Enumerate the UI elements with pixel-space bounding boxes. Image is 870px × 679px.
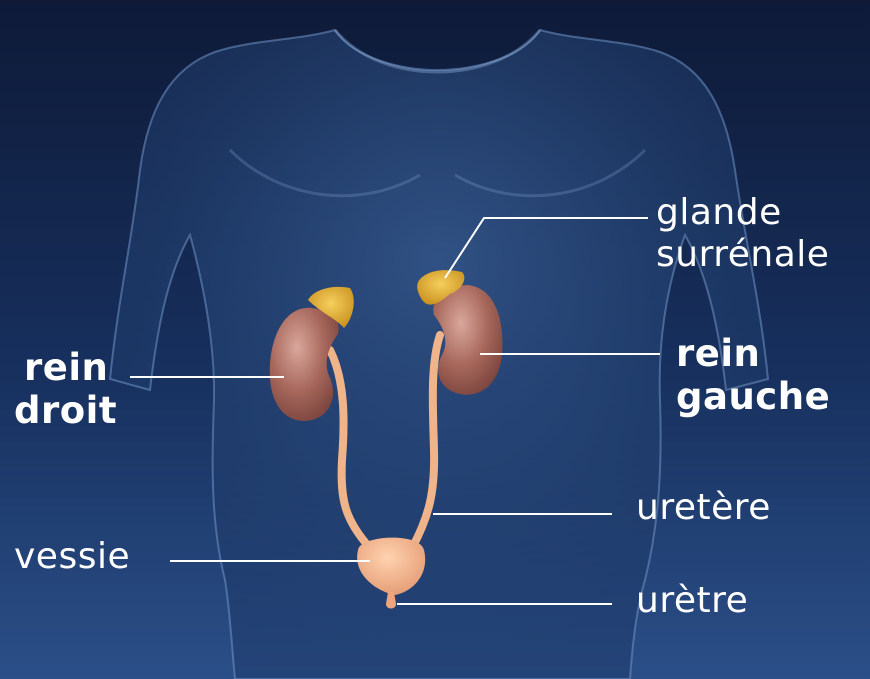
label-rein-gauche: rein gauche xyxy=(676,333,830,419)
label-uretere: uretère xyxy=(636,487,771,529)
label-glande-surrenale: glande surrénale xyxy=(656,192,829,276)
label-rein-droit: rein droit xyxy=(14,347,117,433)
label-vessie: vessie xyxy=(14,536,130,578)
label-uretre: urètre xyxy=(636,580,748,622)
